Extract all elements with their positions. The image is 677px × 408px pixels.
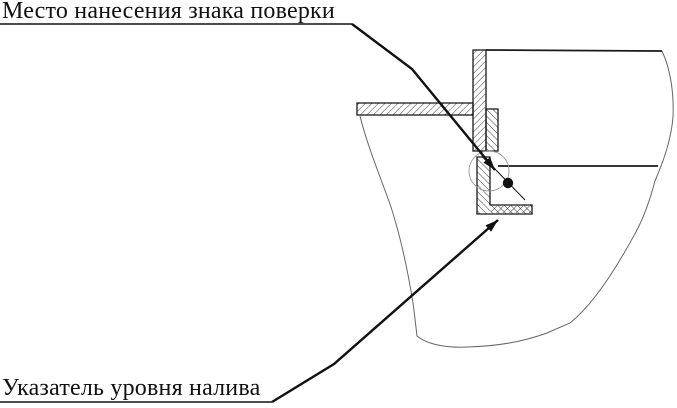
tank-shelf-section: [356, 102, 474, 116]
leader-arrow-bottom: [271, 219, 499, 404]
mounting-plate-section: [485, 108, 499, 152]
mark-location-circle: [468, 150, 510, 192]
break-line-outline: [359, 115, 656, 348]
leader-arrow-top: [351, 23, 496, 171]
break-line-right: [654, 50, 674, 182]
level-indicator-foot-hatch: [491, 206, 531, 213]
verification-mark-dot: [502, 177, 514, 189]
tank-top-line: [485, 49, 663, 52]
label-level-indicator: Указатель уровня налива: [2, 375, 261, 401]
tank-wall-section: [472, 49, 487, 152]
label-verification-mark: Место нанесения знака поверки: [2, 0, 335, 24]
